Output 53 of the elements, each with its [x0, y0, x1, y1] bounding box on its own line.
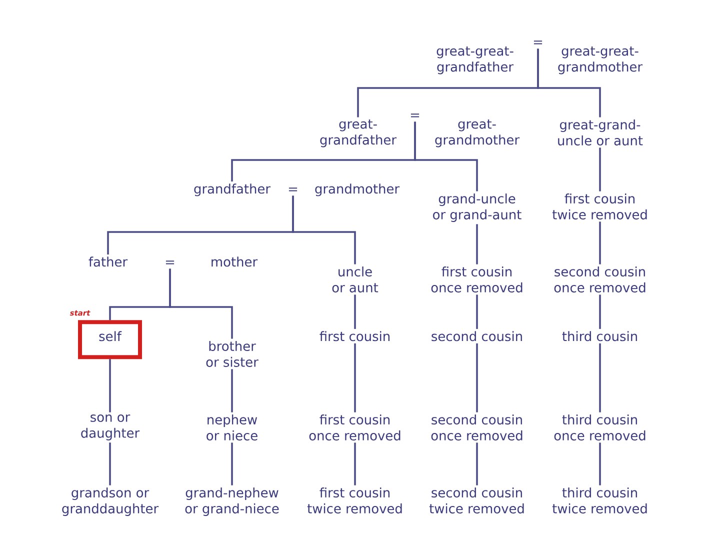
relation-label: first cousin twice removed — [307, 488, 402, 514]
relation-label: father — [88, 256, 128, 267]
relation-label: grandson or granddaughter — [62, 488, 159, 516]
relation-label: second cousin once removed — [554, 266, 646, 292]
equals-sign: = — [166, 260, 174, 264]
tree-line — [476, 294, 478, 329]
tree-line — [231, 369, 233, 412]
relation-label: third cousin — [562, 331, 637, 342]
relation-label: great-great- grandmother — [558, 46, 643, 74]
tree-line — [414, 122, 478, 192]
tree-line — [599, 343, 601, 412]
relation-label: son or daughter — [81, 414, 140, 440]
relation-label: second cousin once removed — [431, 414, 522, 440]
tree-line — [231, 442, 233, 486]
relation-label: third cousin twice removed — [552, 488, 647, 514]
equals-sign: = — [288, 188, 298, 192]
tree-line — [354, 442, 356, 486]
relation-label: grandfather — [194, 184, 271, 196]
tree-line — [599, 442, 601, 486]
relation-label: first cousin once removed — [309, 414, 400, 440]
relation-label: grand-uncle or grand-aunt — [433, 194, 522, 222]
relation-label: uncle or aunt — [332, 266, 378, 292]
tree-line — [292, 196, 356, 264]
tree-line — [354, 294, 356, 329]
highlight-box: self — [78, 320, 142, 360]
relation-label: mother — [212, 256, 258, 267]
relation-label: first cousin once removed — [431, 266, 522, 292]
relation-label: grandmother — [315, 184, 400, 196]
tree-line — [169, 268, 233, 339]
tree-line — [476, 442, 478, 486]
relation-label: first cousin twice removed — [552, 194, 647, 220]
relation-label: grand-nephew or grand-niece — [185, 488, 279, 516]
relation-label: third cousin once removed — [554, 414, 646, 440]
equals-sign: = — [534, 40, 542, 44]
relation-label: brother or sister — [206, 341, 258, 367]
relation-label: great-grand- uncle or aunt — [558, 120, 643, 146]
tree-line — [599, 222, 601, 264]
relation-label: great-great- grandfather — [436, 46, 514, 74]
tree-line — [109, 442, 111, 486]
relation-label: second cousin — [432, 331, 522, 342]
equals-sign: = — [410, 114, 420, 118]
relation-label: great- grandmother — [435, 120, 520, 148]
tree-line — [476, 224, 478, 264]
tree-line — [537, 48, 601, 118]
tree-line — [599, 148, 601, 192]
relation-label: first cousin — [320, 331, 390, 342]
relation-label: second cousin twice removed — [429, 488, 524, 514]
tree-line — [476, 343, 478, 412]
tree-line — [354, 343, 356, 412]
tree-line — [599, 294, 601, 329]
tree-line — [109, 359, 111, 412]
relation-label: nephew or niece — [206, 414, 258, 440]
relation-label: great- grandfather — [320, 120, 396, 148]
